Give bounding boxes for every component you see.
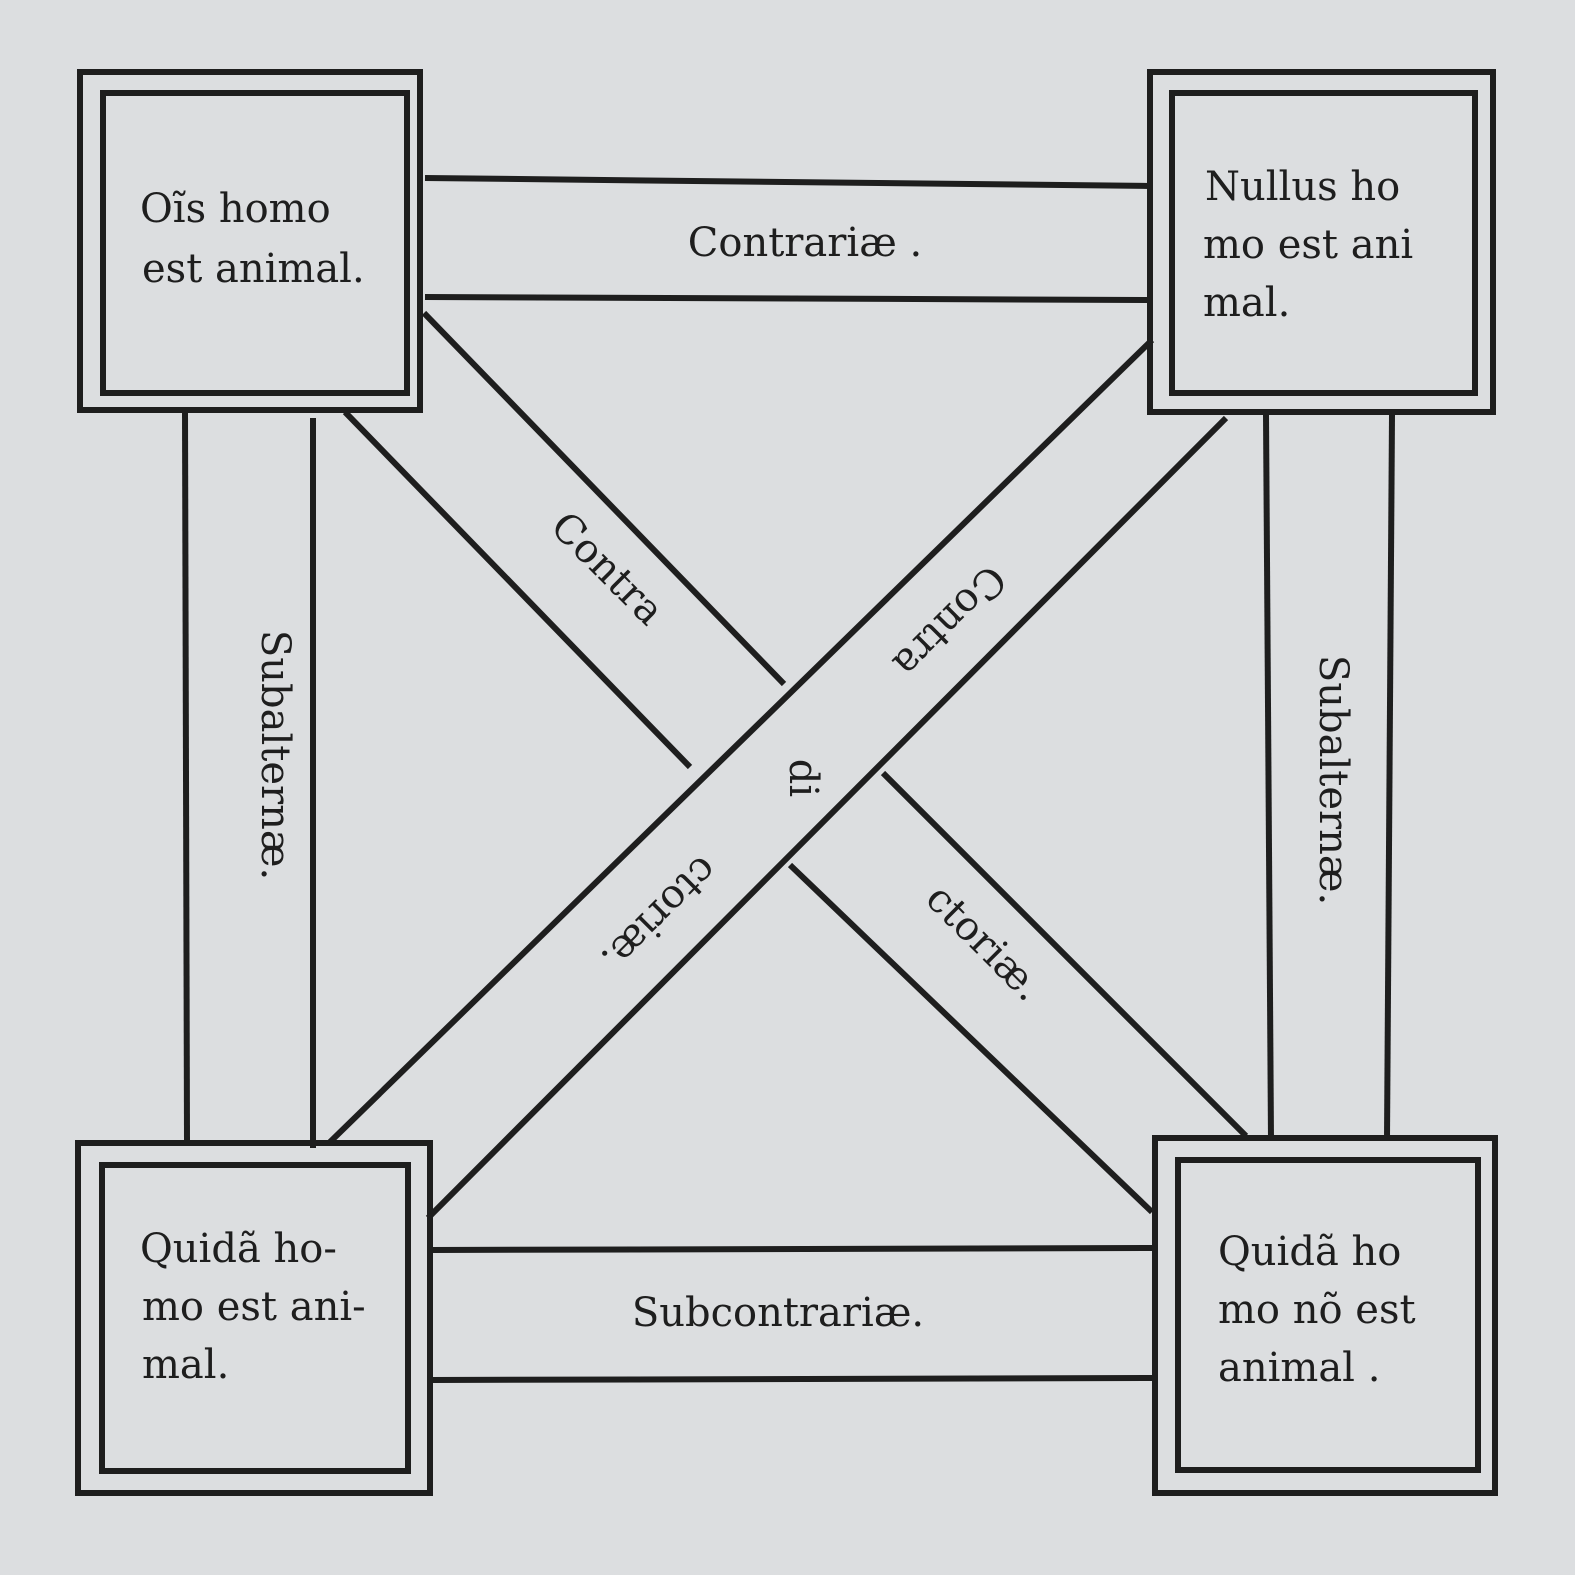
band-subcontrariae bbox=[431, 1245, 1159, 1383]
box-text-line: animal . bbox=[1218, 1345, 1380, 1391]
box-text-line: Quidã ho bbox=[1218, 1229, 1401, 1275]
box-bottom-right bbox=[1152, 1135, 1498, 1496]
box-bottom-left-text: Quidã ho- mo est ani- mal. bbox=[140, 1226, 378, 1388]
label-diag-di: di bbox=[780, 759, 826, 797]
box-top-right bbox=[1147, 69, 1496, 415]
box-text-line: Oĩs homo bbox=[140, 186, 331, 232]
box-text-line: est animal. bbox=[142, 246, 365, 292]
label-diag-b-contra: Contra bbox=[884, 556, 1015, 687]
band-contradictoriae-b bbox=[327, 337, 1229, 1221]
box-text-line: mo nõ est bbox=[1218, 1287, 1416, 1333]
box-bottom-left bbox=[75, 1140, 433, 1496]
band-contrariae bbox=[424, 175, 1151, 303]
band-subalternae-left bbox=[182, 411, 316, 1148]
box-text-line: mo est ani bbox=[1203, 222, 1413, 268]
box-top-left-text: Oĩs homo est animal. bbox=[140, 186, 365, 292]
band-contradictoriae-a bbox=[342, 310, 1249, 1215]
label-subalternae-right: Subalternæ. bbox=[1310, 655, 1356, 905]
box-text-line: Quidã ho- bbox=[140, 1226, 337, 1272]
label-diag-a-contra: Contra bbox=[542, 503, 673, 634]
box-text-line: mo est ani- bbox=[142, 1284, 366, 1330]
label-subcontrariae: Subcontrariæ. bbox=[632, 1290, 924, 1336]
box-top-right-text: Nullus ho mo est ani mal. bbox=[1203, 164, 1426, 326]
label-subalternae-left: Subalternæ. bbox=[252, 630, 298, 880]
box-text-line: mal. bbox=[142, 1342, 229, 1388]
box-text-line: mal. bbox=[1203, 280, 1290, 326]
box-top-left bbox=[77, 69, 423, 413]
label-diag-a-ctoriae: ctoriæ. bbox=[917, 875, 1052, 1010]
band-subalternae-right bbox=[1263, 414, 1395, 1141]
label-contrariae: Contrariæ . bbox=[688, 220, 922, 266]
box-text-line: Nullus ho bbox=[1205, 164, 1400, 210]
box-bottom-right-text: Quidã ho mo nõ est animal . bbox=[1218, 1229, 1428, 1391]
